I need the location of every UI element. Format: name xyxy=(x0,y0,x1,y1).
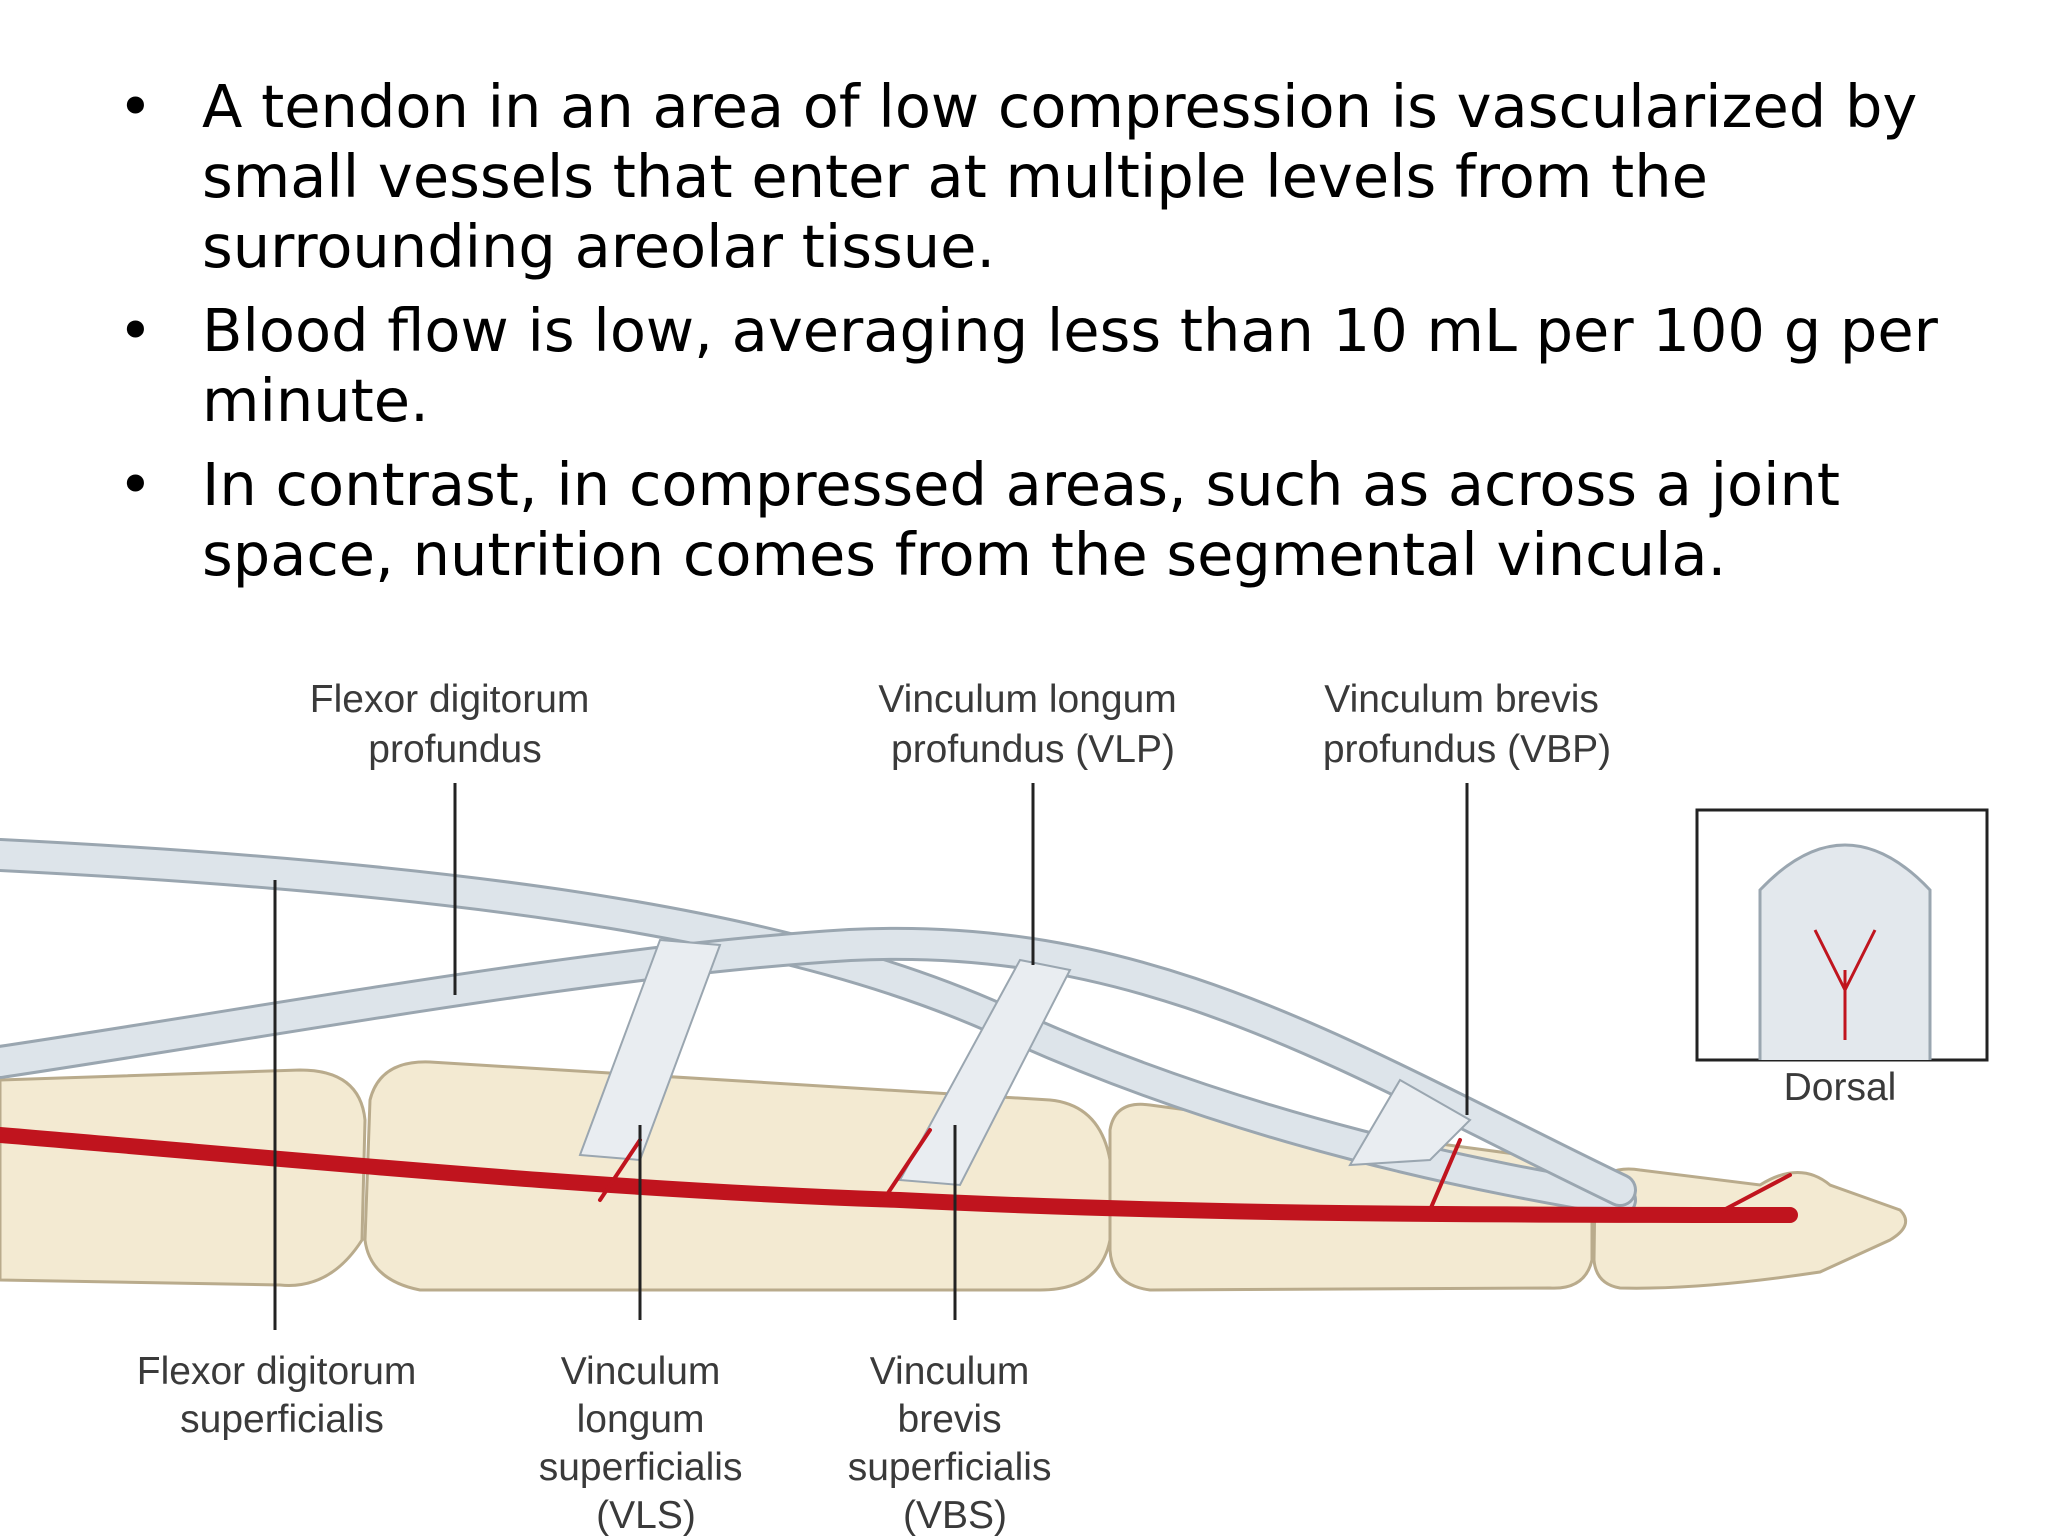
metacarpal-bone xyxy=(0,1068,367,1287)
label-vinculum-longum-superficialis: Vinculum longum superficialis (VLS) xyxy=(539,1350,754,1536)
bullet-text: Blood flow is low, averaging less than 1… xyxy=(202,296,1938,435)
vincula xyxy=(578,938,1472,1187)
bullet-text: A tendon in an area of low compression i… xyxy=(202,72,1918,281)
label-vinculum-brevis-superficialis: Vinculum brevis superficialis (VBS) xyxy=(848,1350,1063,1536)
digital-artery xyxy=(0,1127,1798,1223)
label-dorsal: Dorsal xyxy=(1784,1066,1897,1109)
bullet-text: In contrast, in compressed areas, such a… xyxy=(202,450,1841,589)
vinculum-longum-profundus xyxy=(898,958,1072,1187)
finger-bones xyxy=(0,1060,1908,1292)
tendon-vincula-diagram: Flexor digitorum profundus Vinculum long… xyxy=(0,678,1989,1536)
bullet-marker: • xyxy=(118,72,153,141)
label-vinculum-brevis-profundus: Vinculum brevis profundus (VBP) xyxy=(1323,678,1611,771)
dorsal-inset xyxy=(1695,808,1989,1062)
label-flexor-digitorum-superficialis: Flexor digitorum superficialis xyxy=(137,1350,427,1441)
bullet-list: • A tendon in an area of low compression … xyxy=(118,72,2018,604)
label-vinculum-longum-profundus: Vinculum longum profundus (VLP) xyxy=(878,678,1187,771)
bullet-marker: • xyxy=(118,450,153,519)
vinculum-brevis-profundus xyxy=(1348,1078,1472,1167)
leader-lines xyxy=(273,783,1469,1330)
label-flexor-digitorum-profundus: Flexor digitorum profundus xyxy=(310,678,600,771)
bullet-marker: • xyxy=(118,296,153,365)
bullet-item: • Blood flow is low, averaging less than … xyxy=(118,296,2018,436)
middle-phalanx xyxy=(1108,1102,1594,1292)
distal-phalanx xyxy=(1592,1167,1908,1290)
bullet-item: • In contrast, in compressed areas, such … xyxy=(118,450,2018,590)
bullet-item: • A tendon in an area of low compression … xyxy=(118,72,2018,282)
